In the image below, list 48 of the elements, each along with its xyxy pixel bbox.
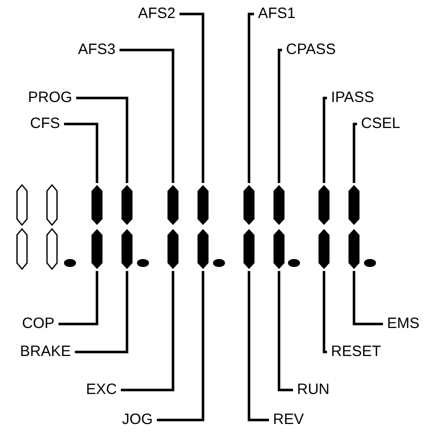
leader-line bbox=[120, 48, 174, 183]
leader-line bbox=[248, 12, 254, 183]
signal-label: REV bbox=[273, 412, 304, 428]
signal-label: RESET bbox=[331, 344, 382, 360]
leader-line bbox=[180, 12, 204, 183]
display-segment bbox=[198, 185, 208, 225]
leader-line bbox=[322, 271, 327, 354]
signal-label: EXC bbox=[86, 382, 117, 398]
leader-line bbox=[322, 96, 327, 183]
signal-label: CPASS bbox=[286, 42, 336, 58]
leader-line bbox=[278, 48, 282, 183]
signal-label: COP bbox=[22, 316, 55, 332]
display-segment bbox=[92, 185, 102, 225]
display-segment bbox=[92, 229, 102, 269]
signal-label: BRAKE bbox=[20, 344, 71, 360]
display-segment bbox=[274, 185, 284, 225]
signal-label: RUN bbox=[297, 382, 330, 398]
signal-label: PROG bbox=[28, 90, 72, 106]
display-segment bbox=[168, 229, 178, 269]
leader-line bbox=[352, 122, 357, 183]
signal-label: JOG bbox=[122, 412, 153, 428]
leader-line bbox=[74, 271, 128, 354]
display-segment bbox=[244, 229, 254, 269]
leader-line bbox=[58, 271, 98, 326]
signal-label: CFS bbox=[30, 116, 60, 132]
leader-line bbox=[278, 271, 293, 392]
signal-label: AFS1 bbox=[258, 6, 296, 22]
display-segment bbox=[198, 229, 208, 269]
display-segment bbox=[122, 229, 132, 269]
signal-label: EMS bbox=[387, 316, 420, 332]
display-segment bbox=[244, 185, 254, 225]
display-segment bbox=[318, 229, 330, 269]
signal-label: AFS2 bbox=[138, 6, 176, 22]
display-segment bbox=[318, 185, 330, 225]
leader-line bbox=[248, 271, 269, 422]
display-segment bbox=[348, 185, 360, 225]
display-segment bbox=[122, 185, 132, 225]
display-segment bbox=[348, 229, 360, 269]
signal-label: IPASS bbox=[331, 90, 374, 106]
leader-line bbox=[76, 96, 128, 183]
leader-line bbox=[120, 271, 174, 392]
signal-label: AFS3 bbox=[78, 42, 116, 58]
signal-label: CSEL bbox=[361, 116, 400, 132]
leader-line bbox=[64, 122, 98, 183]
display-segment bbox=[274, 229, 284, 269]
leader-line bbox=[156, 271, 204, 422]
display-segment bbox=[168, 185, 178, 225]
leader-line bbox=[352, 271, 383, 326]
